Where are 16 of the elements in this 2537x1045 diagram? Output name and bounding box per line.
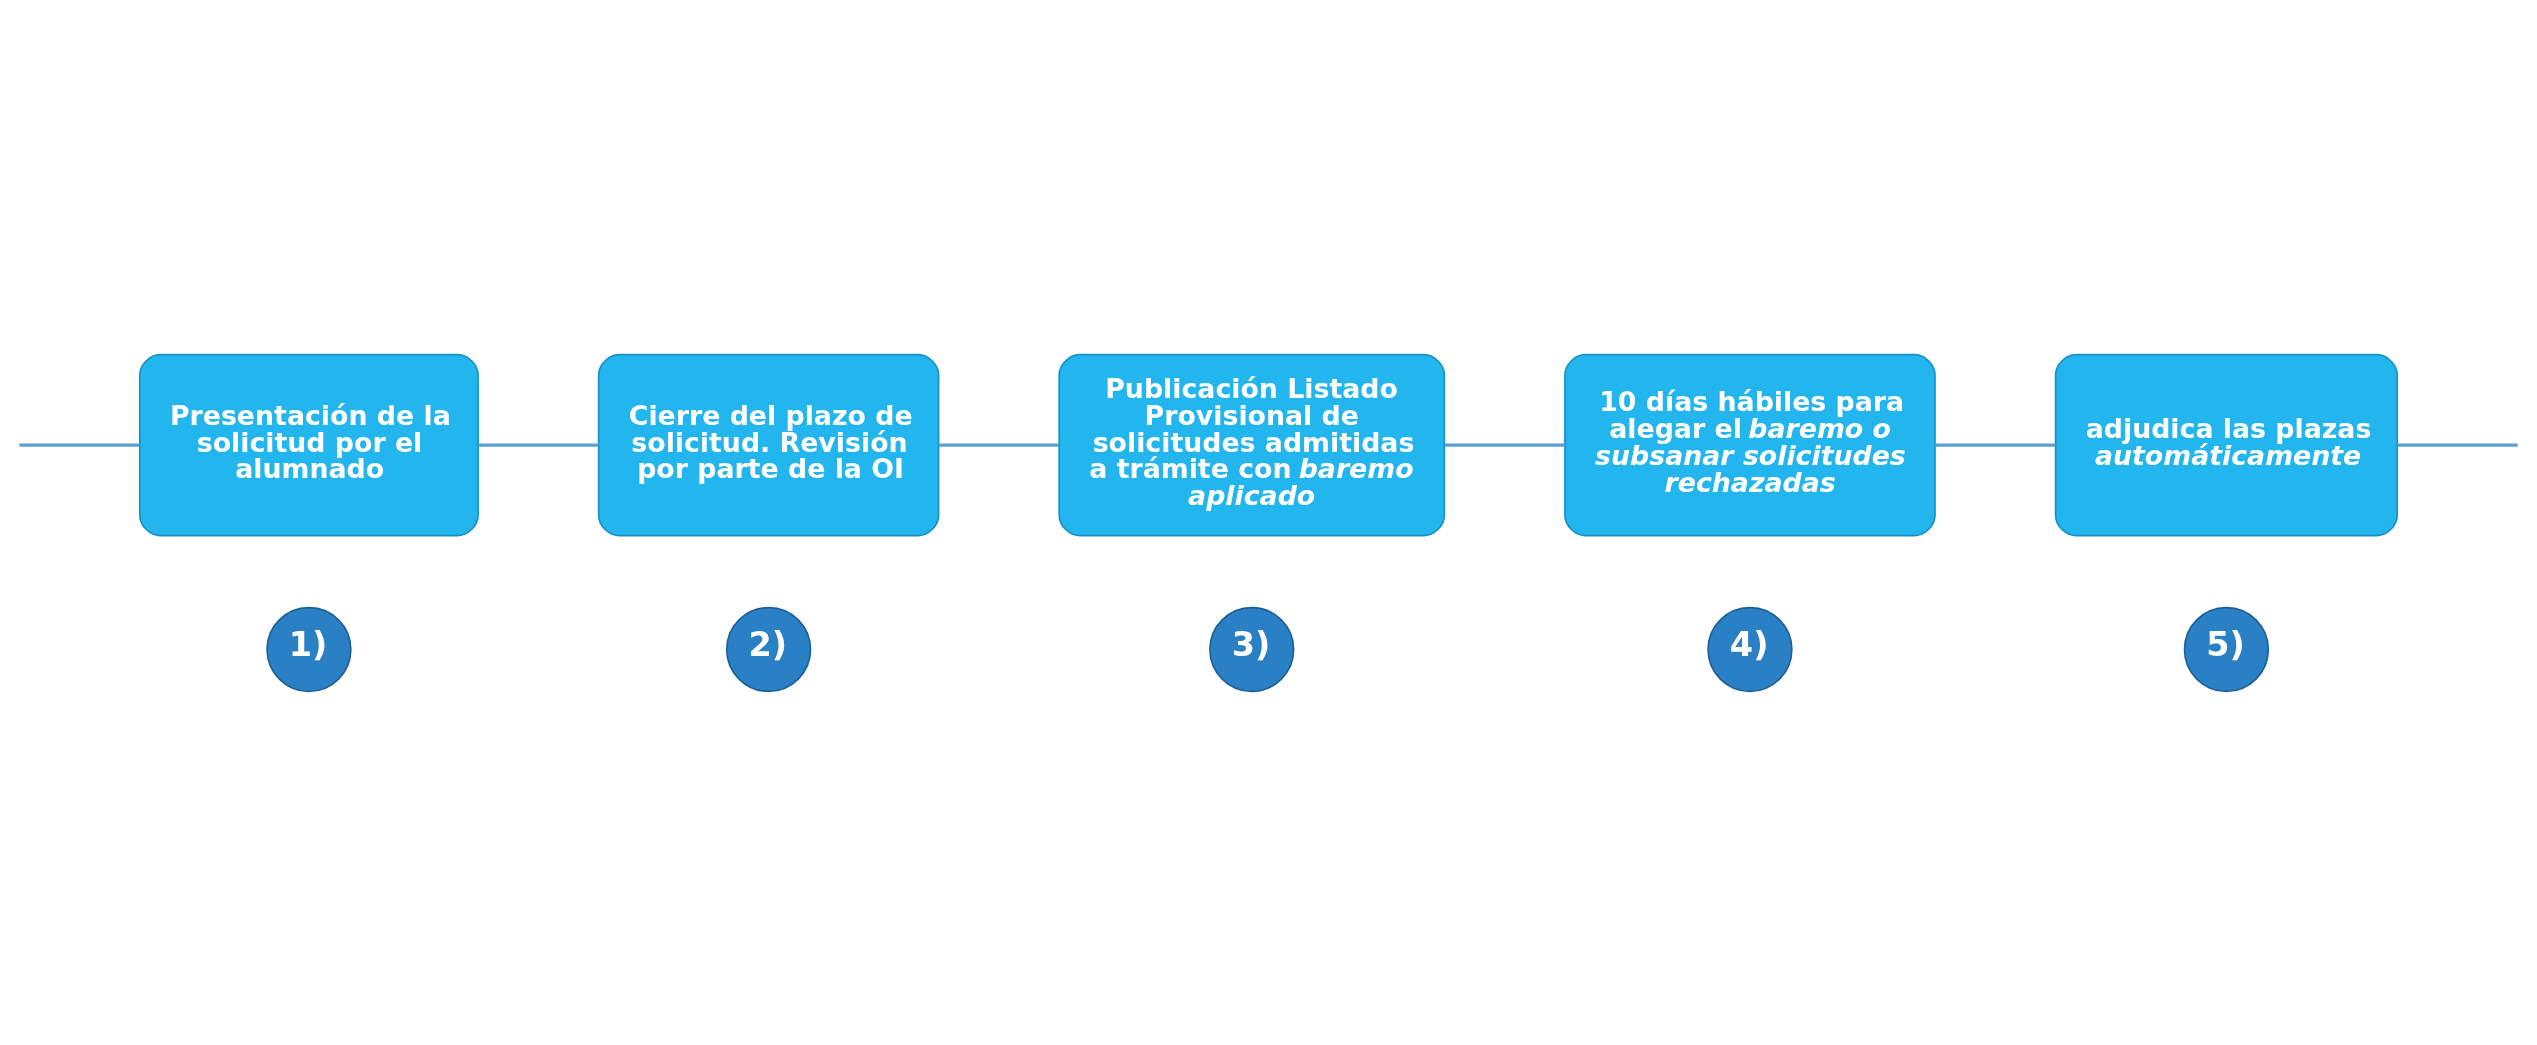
connector	[19, 442, 140, 447]
connector	[2397, 442, 2518, 447]
node-circle: 1)	[266, 606, 352, 692]
connector	[1444, 442, 1565, 447]
node-box: Publicación Listado Provisional de solicitudes admitidas a trámite con baremo aplicado	[1058, 353, 1446, 536]
node-circle: 5)	[2183, 606, 2270, 692]
node-box: Cierre del plazo de solicitud. Revisión por parte de la OI	[597, 353, 940, 536]
connector	[478, 442, 599, 447]
node-box: Presentación de la solicitud por el alumnado	[138, 353, 479, 536]
connector	[1935, 442, 2056, 447]
node-circle: 4)	[1707, 606, 1793, 692]
node-box: 10 días hábiles para alegar el baremo o subsanar solicitudes rechazadas	[1564, 353, 1936, 536]
node-box: adjudica las plazas automáticamente	[2054, 353, 2399, 536]
connector	[938, 442, 1060, 447]
node-circle: 3)	[1209, 606, 1295, 692]
node-circle: 2)	[725, 606, 812, 692]
